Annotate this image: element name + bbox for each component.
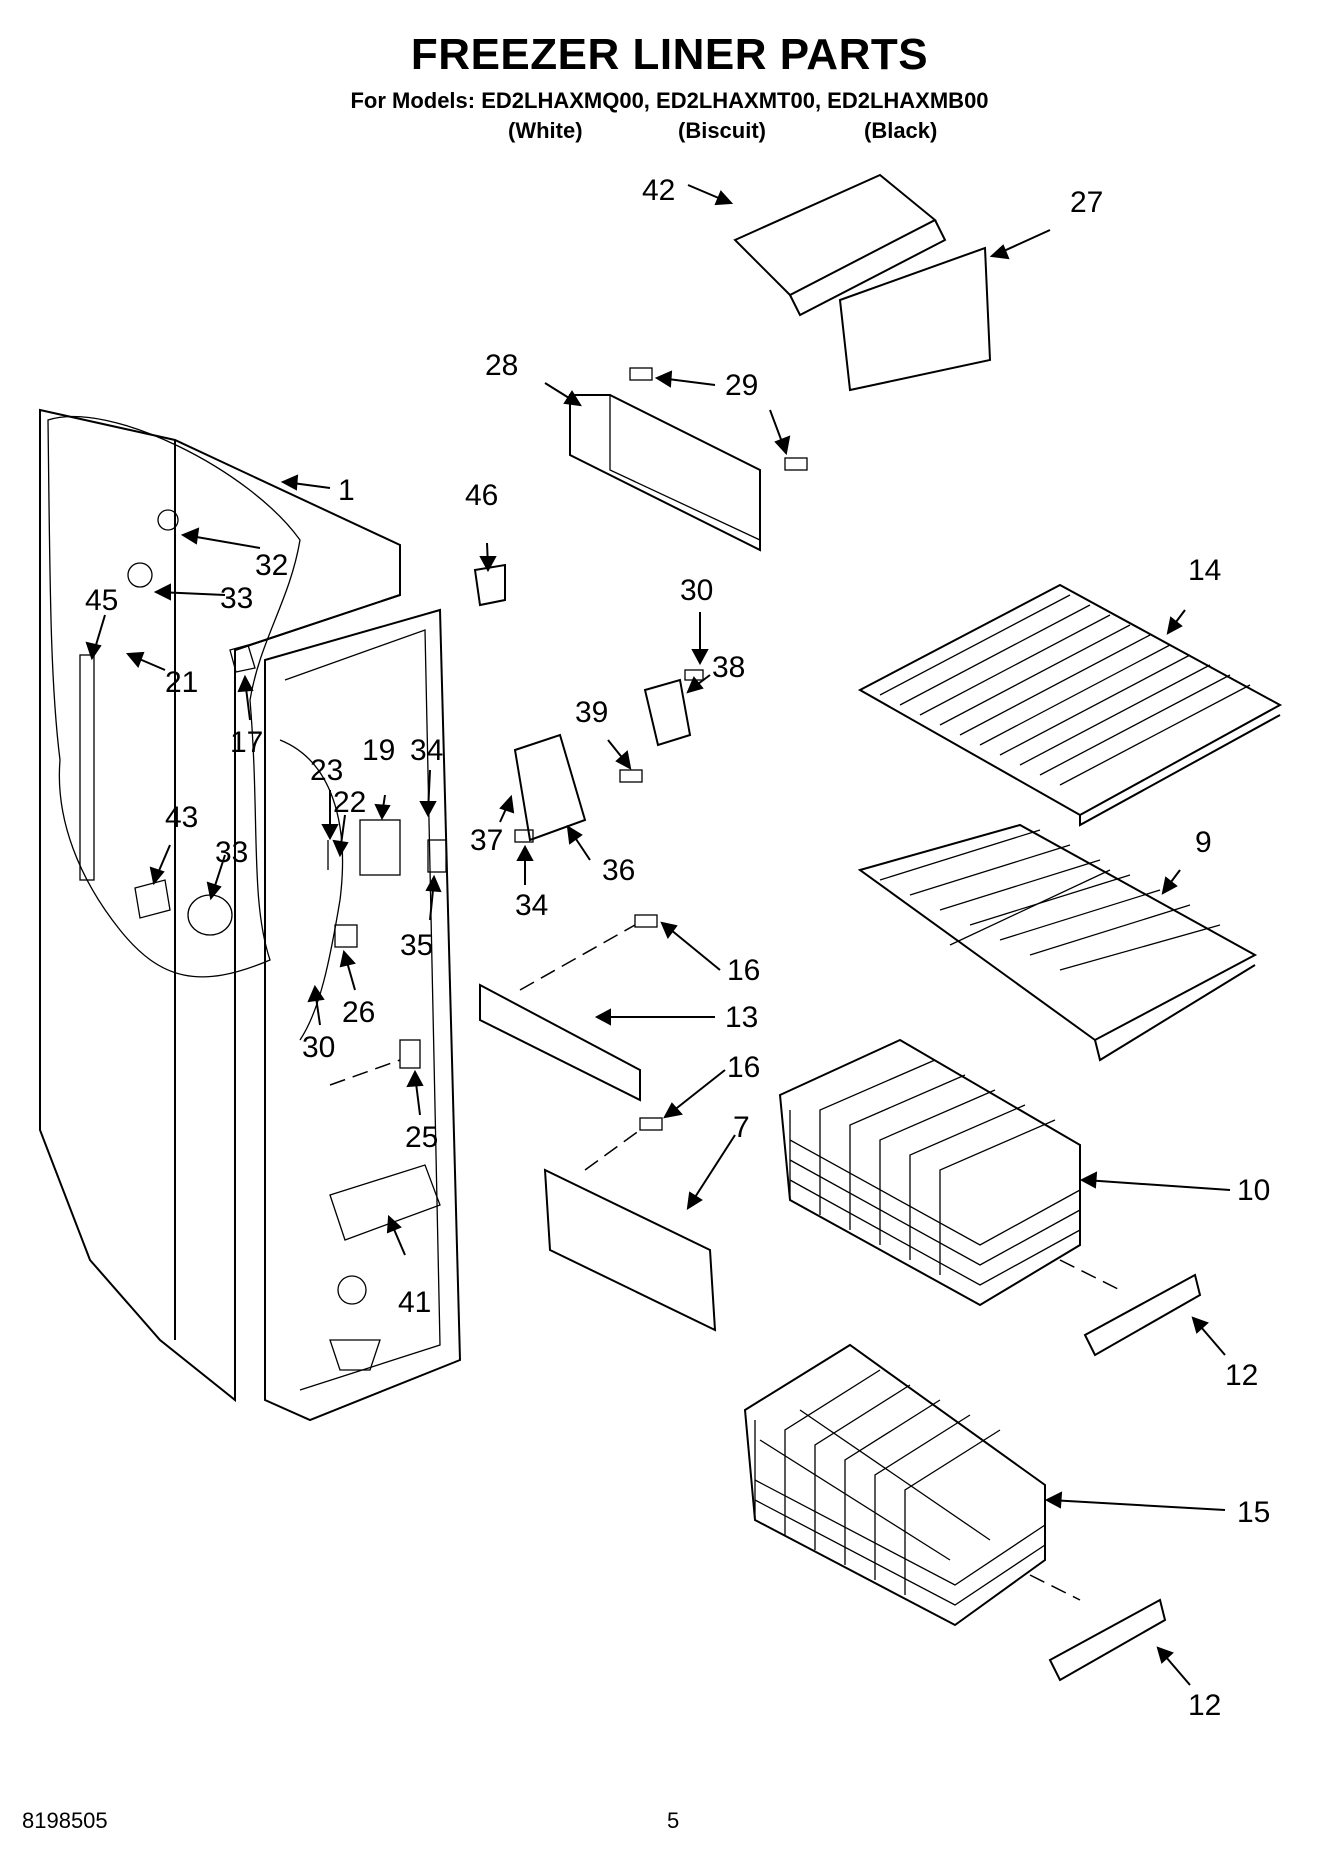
shelf-9-drawing [857,823,1258,1062]
part-7-drawing [543,1117,717,1332]
callout-39: 39 [575,696,608,729]
shelf-14-drawing [857,583,1283,827]
rail-13-drawing [479,914,658,1102]
callout-33-upper: 33 [220,582,253,615]
callout-10: 10 [1237,1174,1270,1207]
page-number: 5 [667,1808,680,1833]
callout-32: 32 [255,549,288,582]
variant-black: (Black) [864,118,938,143]
models-line: For Models: ED2LHAXMQ00, ED2LHAXMT00, ED… [350,88,989,113]
callout-30-lower-left: 30 [302,1031,335,1064]
callout-43: 43 [165,801,198,834]
callout-28: 28 [485,349,518,382]
trim-12-lower-drawing [1048,1598,1167,1682]
variant-biscuit: (Biscuit) [678,118,766,143]
callout-14: 14 [1188,554,1221,587]
callout-22: 22 [333,786,366,819]
page-title: FREEZER LINER PARTS [410,30,929,79]
callout-38: 38 [712,651,745,684]
callout-12-upper: 12 [1225,1359,1258,1392]
callout-27: 27 [1070,186,1103,219]
callout-16-lower: 16 [727,1051,760,1084]
callout-34-lower: 34 [515,889,548,922]
callout-9: 9 [1195,826,1212,859]
callout-42: 42 [642,174,675,207]
callout-45: 45 [85,584,118,617]
callout-17: 17 [230,726,263,759]
callout-23: 23 [310,754,343,787]
callout-1: 1 [338,474,355,507]
document-number: 8198505 [22,1808,108,1833]
callout-41: 41 [398,1286,431,1319]
callout-21: 21 [165,666,198,699]
callout-29: 29 [725,369,758,402]
damper-drawing [513,733,643,843]
callout-34-upper: 34 [410,734,443,767]
callout-labels: 1 7 9 10 12 12 13 14 15 16 16 17 19 21 2… [85,174,1270,1722]
trim-12-upper-drawing [1083,1273,1202,1357]
callout-35: 35 [400,929,433,962]
leader-arrows [85,184,1231,1686]
callout-15: 15 [1237,1496,1270,1529]
callout-16-upper: 16 [727,954,760,987]
callout-30-upper: 30 [680,574,713,607]
callout-26: 26 [342,996,375,1029]
callout-13: 13 [725,1001,758,1034]
callout-25: 25 [405,1121,438,1154]
callout-33-lower: 33 [215,836,248,869]
callout-46: 46 [465,479,498,512]
basket-10-drawing [778,1038,1121,1307]
bracket-drawing [569,367,808,552]
part-46-drawing [473,563,506,607]
callout-12-lower: 12 [1188,1689,1221,1722]
top-cover-drawing [733,173,992,392]
freezer-liner-drawing [39,408,462,1422]
callout-7: 7 [733,1111,750,1144]
callout-37: 37 [470,824,503,857]
basket-15-drawing [743,1343,1081,1627]
variant-white: (White) [508,118,583,143]
callout-36: 36 [602,854,635,887]
callout-19: 19 [362,734,395,767]
